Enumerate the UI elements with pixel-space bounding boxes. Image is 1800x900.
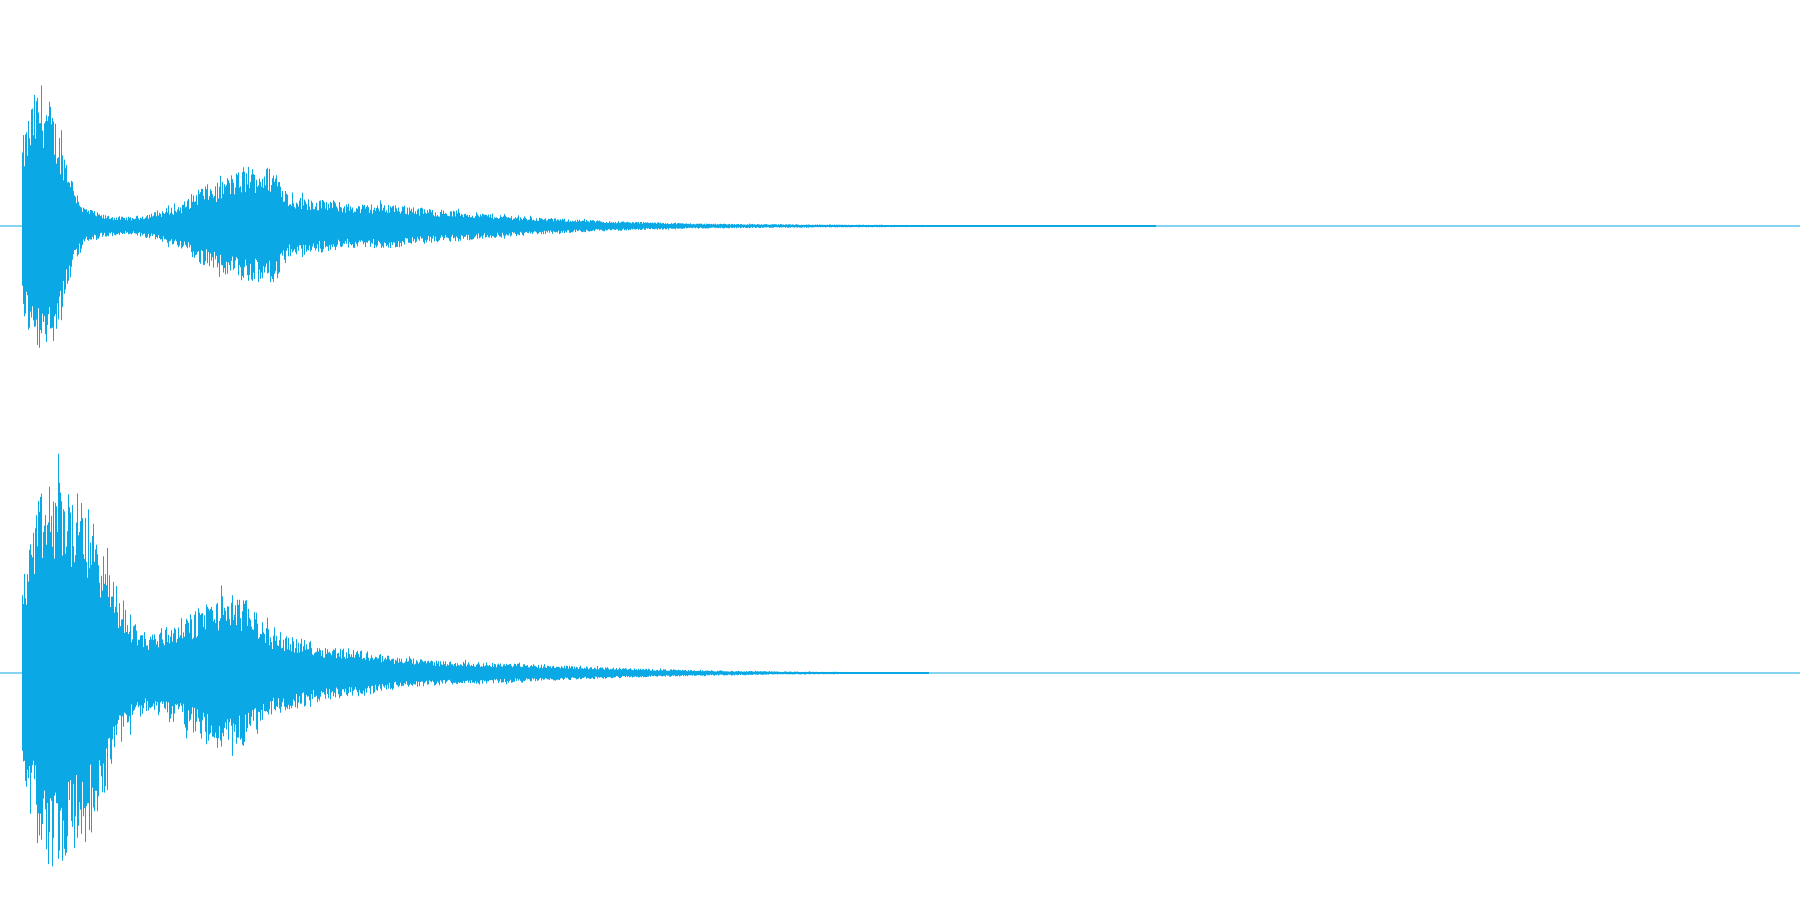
- waveform-channel-2: [0, 453, 1800, 867]
- waveform-signal: [22, 453, 929, 867]
- waveform-signal: [22, 85, 1156, 348]
- waveform-channel-1: [0, 85, 1800, 348]
